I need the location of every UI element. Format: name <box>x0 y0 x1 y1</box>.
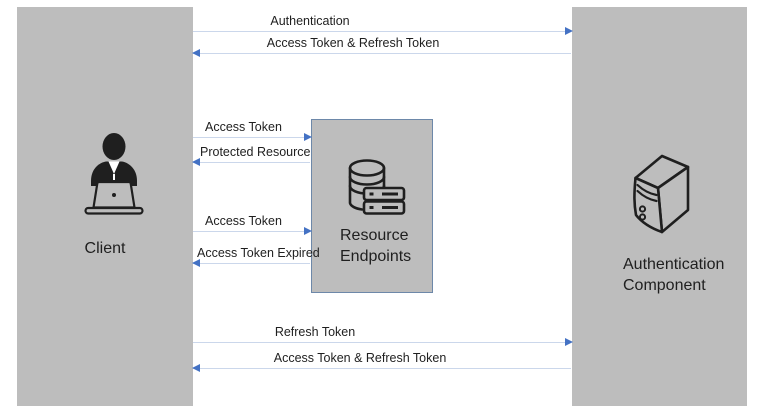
arrowhead-left-icon <box>192 158 200 166</box>
auth-label-line1: Authentication <box>623 256 725 273</box>
resource-label-line1: Resource <box>340 227 409 244</box>
arrow-label-access-refresh-token-bottom: Access Token & Refresh Token <box>273 351 447 365</box>
arrow-line <box>193 52 571 54</box>
auth-node-label: Authentication Component <box>623 254 724 296</box>
arrowhead-right-icon <box>565 27 573 35</box>
server-tower-icon <box>628 152 694 236</box>
arrow-protected-resource <box>192 158 311 167</box>
arrowhead-right-icon <box>304 133 312 141</box>
arrow-label-access-token-2: Access Token <box>205 214 282 228</box>
arrow-access-refresh-token-bottom <box>192 364 572 373</box>
arrow-label-access-refresh-token-top: Access Token & Refresh Token <box>266 36 440 50</box>
arrowhead-left-icon <box>192 49 200 57</box>
resource-node-label: Resource Endpoints <box>340 225 411 267</box>
arrow-label-access-token-expired: Access Token Expired <box>197 246 320 260</box>
arrowhead-left-icon <box>192 259 200 267</box>
arrow-line <box>193 262 310 264</box>
arrowhead-right-icon <box>304 227 312 235</box>
arrow-line <box>193 341 571 343</box>
arrow-label-protected-resource: Protected Resource <box>200 145 311 159</box>
client-node-label: Client <box>84 240 126 257</box>
arrow-label-authentication: Authentication <box>270 14 350 28</box>
arrow-line <box>193 161 310 163</box>
arrowhead-left-icon <box>192 364 200 372</box>
arrow-line <box>193 367 571 369</box>
auth-label-line2: Component <box>623 277 706 294</box>
arrow-access-token-1 <box>193 133 312 142</box>
resource-endpoints-node-box <box>311 119 433 293</box>
arrow-label-access-token-1: Access Token <box>205 120 282 134</box>
person-at-laptop-icon <box>78 132 150 216</box>
arrow-access-refresh-token-top <box>192 49 572 58</box>
arrow-line <box>193 136 310 138</box>
arrow-line <box>193 30 571 32</box>
arrow-authentication <box>193 27 573 36</box>
resource-label-line2: Endpoints <box>340 248 412 265</box>
arrow-access-token-2 <box>193 227 312 236</box>
arrow-label-refresh-token: Refresh Token <box>274 325 356 339</box>
arrow-refresh-token <box>193 338 573 347</box>
arrowhead-right-icon <box>565 338 573 346</box>
arrow-access-token-expired <box>192 259 311 268</box>
arrow-line <box>193 230 310 232</box>
database-server-icon <box>346 158 406 215</box>
